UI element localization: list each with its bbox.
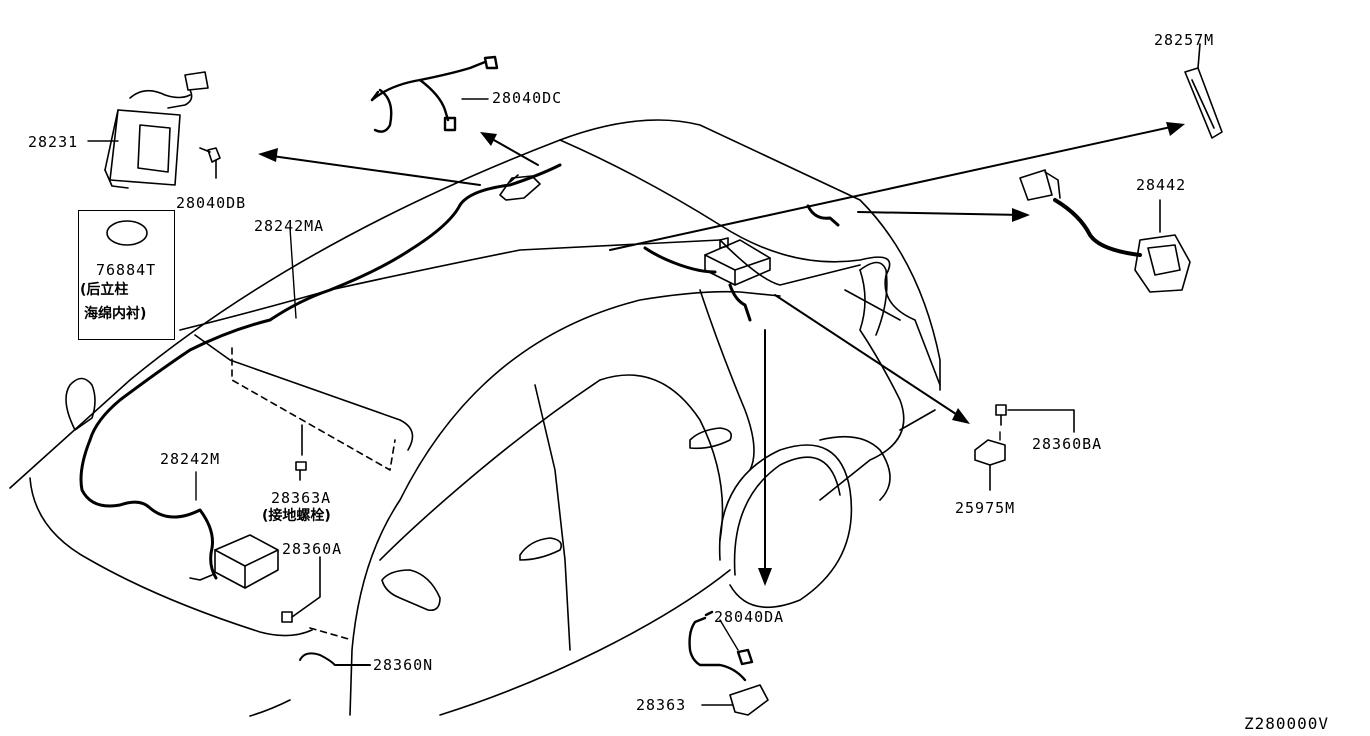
label-28242M: 28242M <box>160 450 221 468</box>
label-28040DA: 28040DA <box>714 608 785 626</box>
label-28242MA: 28242MA <box>254 217 325 235</box>
roof-module <box>704 237 771 286</box>
part-28257M <box>1184 43 1223 139</box>
note-pillar-line1: (后立柱 <box>80 282 129 298</box>
bolt-28360BA <box>995 404 1075 433</box>
part-76884T-oval <box>106 220 148 246</box>
label-28040DB: 28040DB <box>176 194 247 212</box>
label-25975M: 25975M <box>955 499 1016 517</box>
mirrors <box>65 377 441 612</box>
harness-28040DA <box>688 610 754 682</box>
leader-lines <box>87 98 1001 651</box>
label-28040DC: 28040DC <box>492 89 563 107</box>
diagram-code: Z280000V <box>1244 714 1330 733</box>
part-28363 <box>701 684 769 716</box>
label-28363A: 28363A <box>271 489 332 507</box>
antenna-amp-28231 <box>104 71 209 189</box>
roof-harness <box>643 204 840 322</box>
note-pillar-line2: 海绵内衬) <box>84 306 147 322</box>
label-28360A: 28360A <box>282 540 343 558</box>
harness-28040DC <box>370 55 499 133</box>
label-76884T: 76884T <box>96 261 157 279</box>
part-25975M <box>974 439 1006 491</box>
label-28442: 28442 <box>1136 176 1187 194</box>
ground-bolt-28363A <box>295 424 307 481</box>
amp-box-front <box>189 534 279 589</box>
arrowheads <box>258 122 1185 586</box>
note-box-76884T <box>78 210 175 340</box>
note-ground-bolt: (接地螺栓) <box>262 508 331 524</box>
part-28442 <box>1019 169 1191 293</box>
label-28257M: 28257M <box>1154 31 1215 49</box>
clip-28360A <box>281 556 321 623</box>
clip-28040DB <box>199 147 221 179</box>
roof-antenna <box>499 174 541 201</box>
label-28360N: 28360N <box>373 656 434 674</box>
label-28360BA: 28360BA <box>1032 435 1103 453</box>
label-28363: 28363 <box>636 696 687 714</box>
harness-28360N <box>299 652 371 666</box>
feeder-harness-28242M <box>79 438 218 580</box>
feeder-harness-28242MA <box>88 163 562 442</box>
rear-wheel-arch <box>718 444 853 608</box>
car-body-outline <box>9 119 941 717</box>
ground-bolt-dashed-box <box>231 347 396 641</box>
label-28231: 28231 <box>28 133 79 151</box>
door-handles <box>519 427 733 561</box>
rear-spoiler <box>844 261 901 336</box>
